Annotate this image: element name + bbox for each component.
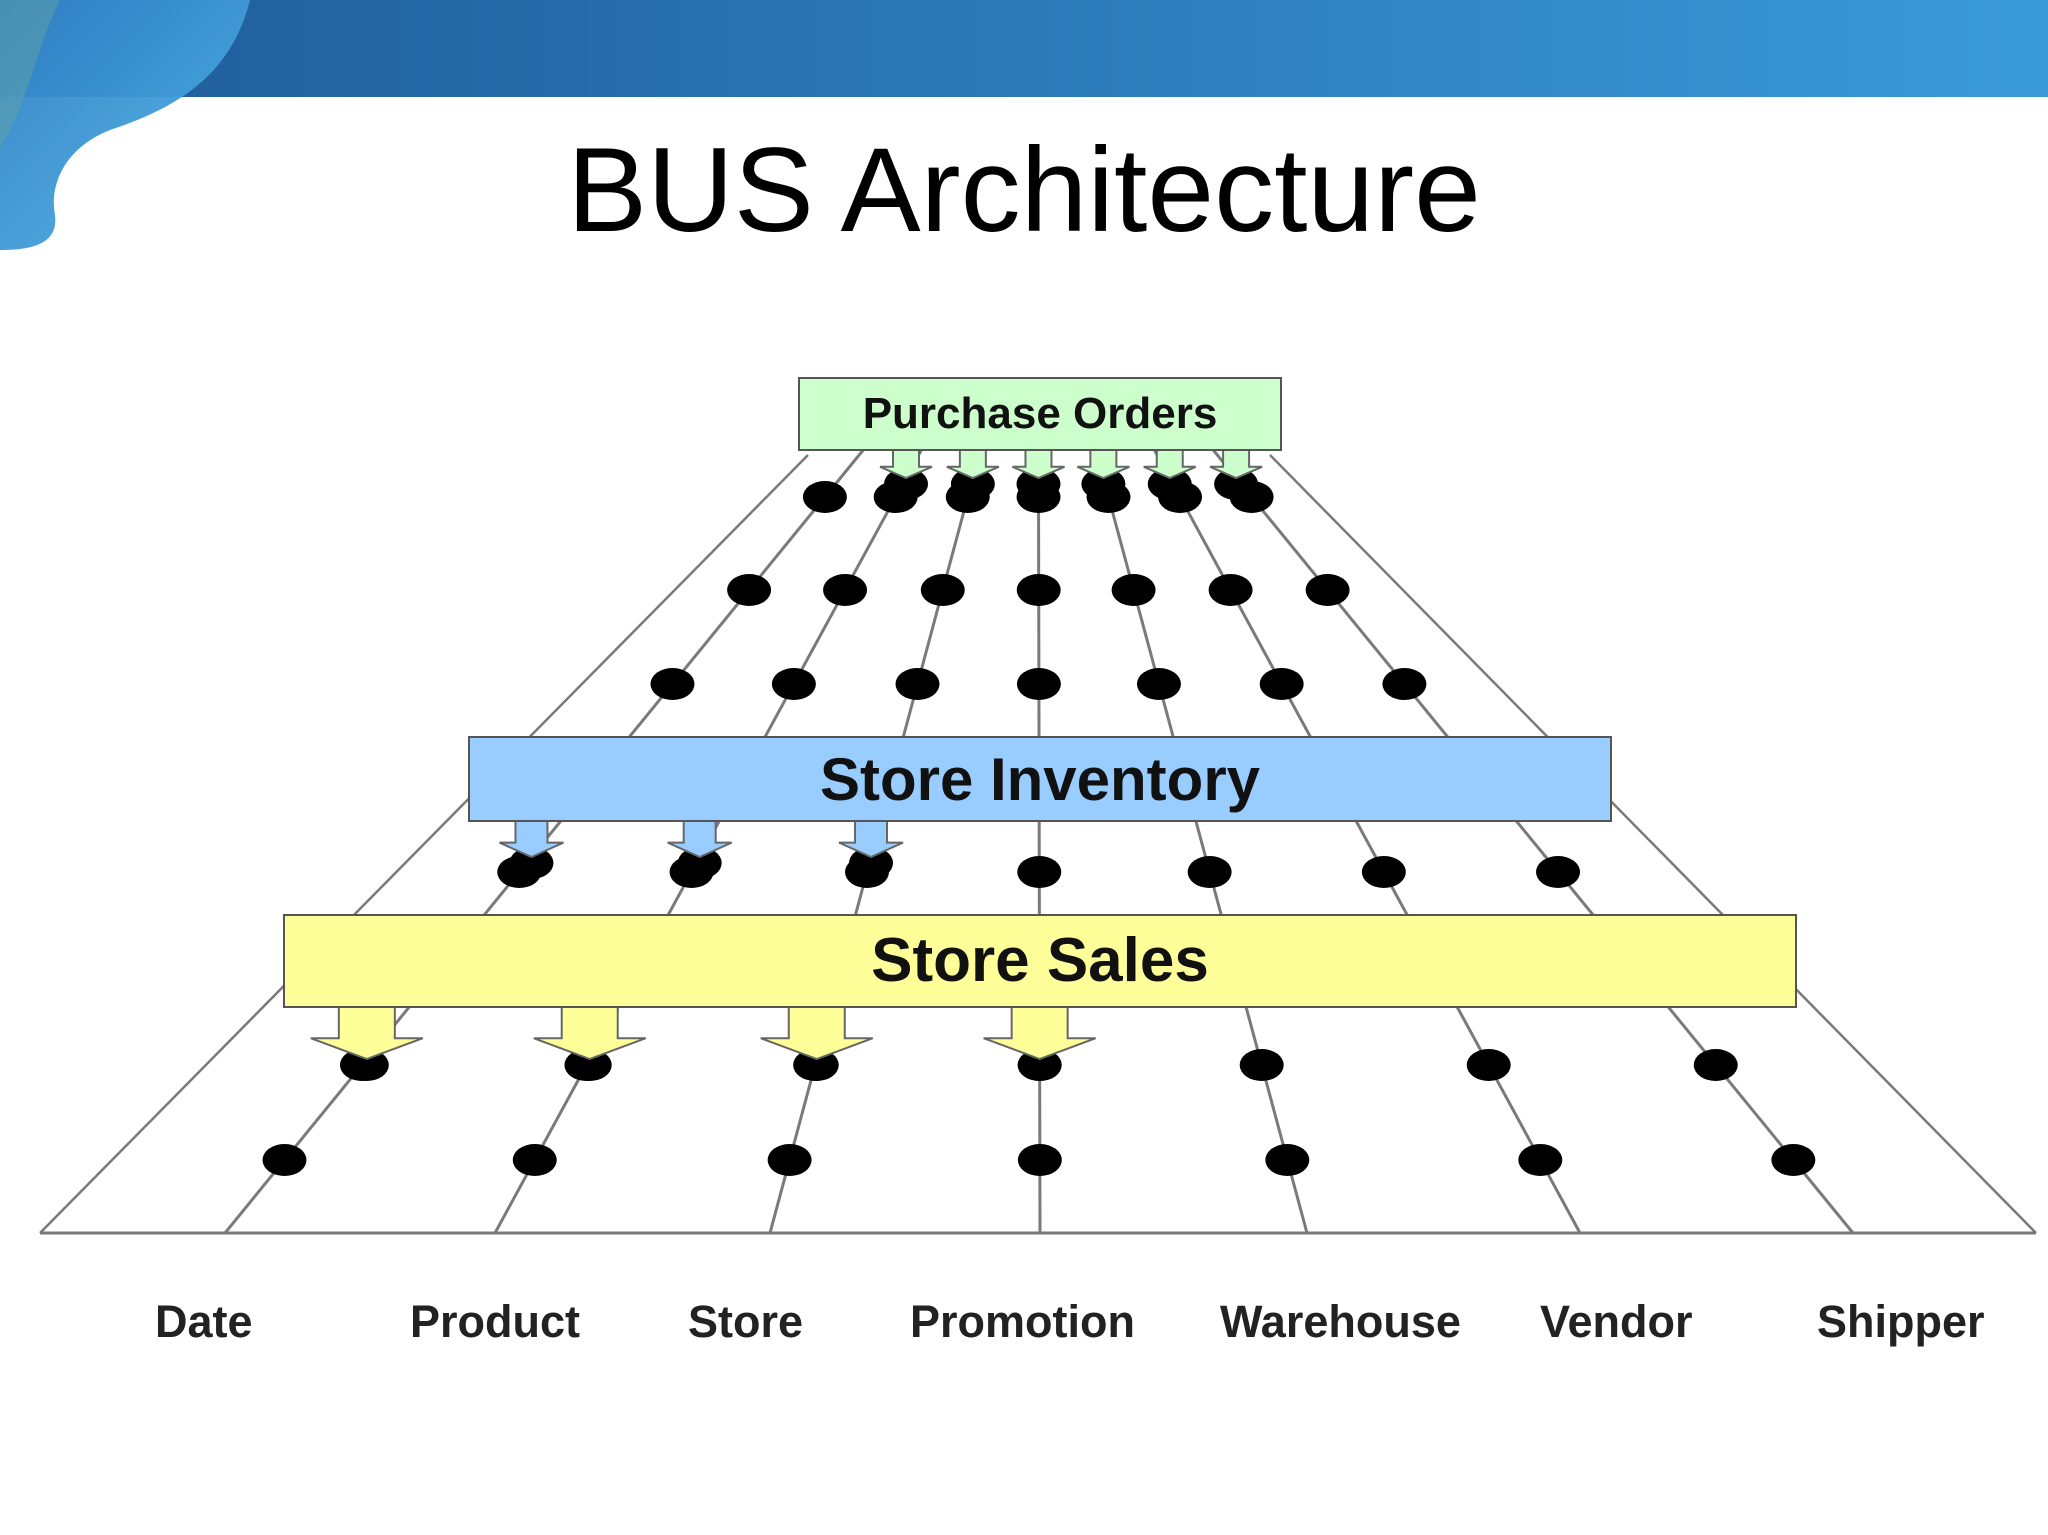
dot-date-1 [727,574,772,606]
fact-box-store-sales [283,914,1797,1008]
fact-label-store-sales: Store Sales [871,926,1209,996]
dot-store-sales-date [344,1049,389,1081]
dot-purchase-orders-store [950,468,995,500]
bus-line-warehouse [1093,444,1309,1234]
dot-purchase-orders-product [884,468,929,500]
dot-vendor-2 [1259,668,1304,700]
arrow-store-inventory-date [499,820,564,859]
dot-store-2 [895,668,940,700]
arrow-purchase-orders-store [946,449,1000,480]
bus-line-promotion [1036,444,1042,1234]
arrow-store-sales-product [533,1006,647,1061]
dot-vendor-4 [1466,1049,1511,1081]
page-title: BUS Architecture [567,123,1481,257]
dot-shipper-2 [1382,668,1427,700]
dot-store-inventory-product [677,847,722,879]
dot-purchase-orders-shipper [1214,468,1259,500]
connection-dots [262,468,1816,1176]
fact-box-store-inventory [468,736,1612,822]
arrow-store-inventory-store [838,820,904,859]
dot-store-inventory-store [849,847,894,879]
outer-edge-left [39,454,809,1234]
dot-warehouse-3 [1187,856,1232,888]
dot-shipper-3 [1536,856,1581,888]
dot-shipper-1 [1305,574,1350,606]
outer-edge-right [1269,454,2037,1234]
arrow-purchase-orders-warehouse [1076,449,1130,480]
bus-lines [39,444,2037,1235]
arrow-purchase-orders-vendor [1143,449,1197,480]
dot-store-5 [767,1144,812,1176]
dot-store-sales-product [567,1049,612,1081]
dimension-label-date: Date [155,1296,253,1347]
fact-boxes [283,377,1797,1008]
arrow-purchase-orders-product [879,449,933,480]
dot-warehouse-1 [1111,574,1156,606]
fact-label-purchase-orders: Purchase Orders [862,388,1218,438]
dot-vendor-5 [1518,1144,1563,1176]
arrow-store-sales-promotion [983,1006,1096,1061]
dot-purchase-orders-warehouse [1081,468,1126,500]
fact-label-store-inventory: Store Inventory [819,745,1261,813]
dot-vendor-1 [1208,574,1253,606]
dimension-label-store: Store [688,1296,804,1347]
dot-product-5 [512,1144,557,1176]
arrow-store-inventory-product [667,820,733,859]
dot-promotion-1 [1016,574,1061,606]
dot-shipper-4 [1693,1049,1738,1081]
dot-date-5 [262,1144,307,1176]
dimension-label-vendor: Vendor [1540,1296,1693,1347]
dot-purchase-orders-promotion [1016,468,1061,500]
fact-arrows [310,449,1263,1061]
dot-vendor-3 [1361,856,1406,888]
arrow-purchase-orders-promotion [1012,449,1065,480]
dot-store-1 [920,574,965,606]
dot-store-inventory-date [509,847,554,879]
dot-shipper-5 [1771,1144,1816,1176]
dot-store-sales-promotion [1017,1049,1062,1081]
dot-store-sales-store [794,1049,839,1081]
arrow-store-sales-date [310,1006,424,1061]
dot-promotion-3 [1017,856,1062,888]
dot-promotion-2 [1016,668,1061,700]
fact-box-purchase-orders [798,377,1282,451]
dimension-label-warehouse: Warehouse [1220,1296,1461,1347]
dot-date-0 [802,481,847,513]
header-band [0,0,2048,250]
dot-product-2 [771,668,816,700]
dot-promotion-5 [1017,1144,1062,1176]
bus-line-vendor [1150,444,1582,1234]
dot-date-2 [650,668,695,700]
arrow-store-sales-store [760,1006,874,1061]
dimension-label-product: Product [410,1296,581,1347]
dot-product-1 [823,574,868,606]
bus-line-shipper [1207,444,1855,1234]
arrow-purchase-orders-shipper [1209,449,1263,480]
dimension-label-shipper: Shipper [1817,1296,1985,1347]
dot-warehouse-5 [1265,1144,1310,1176]
dimension-label-promotion: Promotion [910,1296,1135,1347]
dot-purchase-orders-vendor [1147,468,1192,500]
dot-warehouse-4 [1239,1049,1284,1081]
dot-warehouse-2 [1136,668,1181,700]
